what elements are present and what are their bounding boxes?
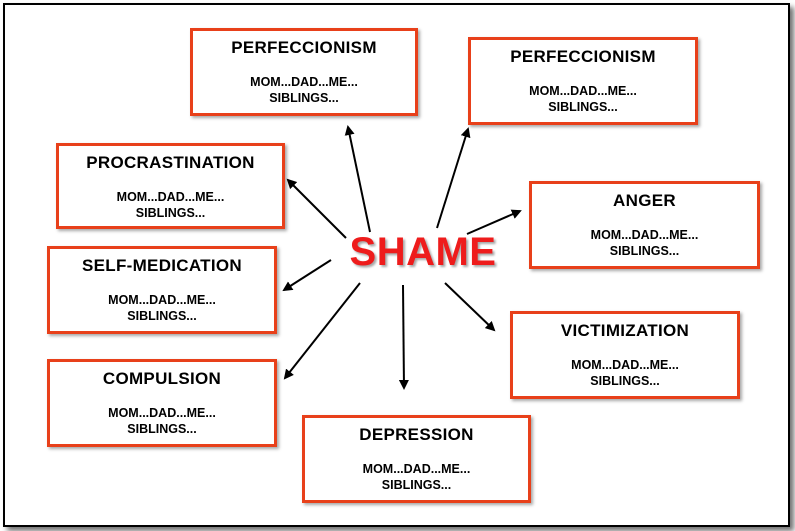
node-line-siblings: SIBLINGS... bbox=[127, 422, 197, 436]
center-label-shame: SHAME bbox=[349, 230, 497, 274]
node-perfeccionism-left: PERFECCIONISM MOM...DAD...ME... SIBLINGS… bbox=[190, 28, 418, 116]
arrow-to-perfeccionism-right bbox=[436, 127, 471, 229]
node-title: PERFECCIONISM bbox=[231, 38, 377, 57]
node-line-siblings: SIBLINGS... bbox=[269, 91, 339, 105]
node-line-siblings: SIBLINGS... bbox=[381, 478, 452, 492]
node-depression: DEPRESSION MOM...DAD...ME... SIBLINGS... bbox=[302, 415, 531, 503]
node-title: VICTIMIZATION bbox=[560, 321, 690, 340]
node-line-family: MOM...DAD...ME... bbox=[116, 190, 225, 204]
node-anger: ANGER MOM...DAD...ME... SIBLINGS... bbox=[529, 181, 760, 269]
arrow-to-depression bbox=[398, 284, 409, 390]
node-line-siblings: SIBLINGS... bbox=[127, 309, 197, 323]
node-title: SELF-MEDICATION bbox=[81, 256, 242, 275]
arrow-to-victimization bbox=[444, 282, 496, 332]
node-title: PERFECCIONISM bbox=[510, 47, 656, 66]
node-line-family: MOM...DAD...ME... bbox=[362, 462, 471, 476]
arrow-to-compulsion bbox=[283, 282, 361, 380]
node-line-family: MOM...DAD...ME... bbox=[250, 75, 358, 89]
node-compulsion: COMPULSION MOM...DAD...ME... SIBLINGS... bbox=[47, 359, 277, 447]
node-perfeccionism-right: PERFECCIONISM MOM...DAD...ME... SIBLINGS… bbox=[468, 37, 698, 125]
node-self-medication: SELF-MEDICATION MOM...DAD...ME... SIBLIN… bbox=[47, 246, 277, 334]
arrow-to-perfeccionism-left bbox=[344, 125, 371, 233]
node-line-siblings: SIBLINGS... bbox=[548, 100, 618, 114]
node-title: DEPRESSION bbox=[359, 425, 474, 444]
arrow-to-procrastination bbox=[286, 178, 347, 239]
node-title: COMPULSION bbox=[102, 369, 222, 388]
node-line-siblings: SIBLINGS... bbox=[609, 244, 680, 258]
node-line-family: MOM...DAD...ME... bbox=[571, 358, 679, 372]
node-line-family: MOM...DAD...ME... bbox=[108, 406, 216, 420]
node-line-family: MOM...DAD...ME... bbox=[108, 293, 216, 307]
node-line-siblings: SIBLINGS... bbox=[135, 206, 206, 220]
node-title: ANGER bbox=[613, 191, 676, 210]
arrow-to-self-medication bbox=[282, 259, 332, 292]
arrow-to-anger bbox=[466, 209, 522, 235]
node-line-family: MOM...DAD...ME... bbox=[529, 84, 637, 98]
node-line-family: MOM...DAD...ME... bbox=[590, 228, 699, 242]
node-line-siblings: SIBLINGS... bbox=[590, 374, 660, 388]
node-title: PROCRASTINATION bbox=[86, 153, 255, 172]
node-procrastination: PROCRASTINATION MOM...DAD...ME... SIBLIN… bbox=[56, 143, 285, 229]
node-victimization: VICTIMIZATION MOM...DAD...ME... SIBLINGS… bbox=[510, 311, 740, 399]
